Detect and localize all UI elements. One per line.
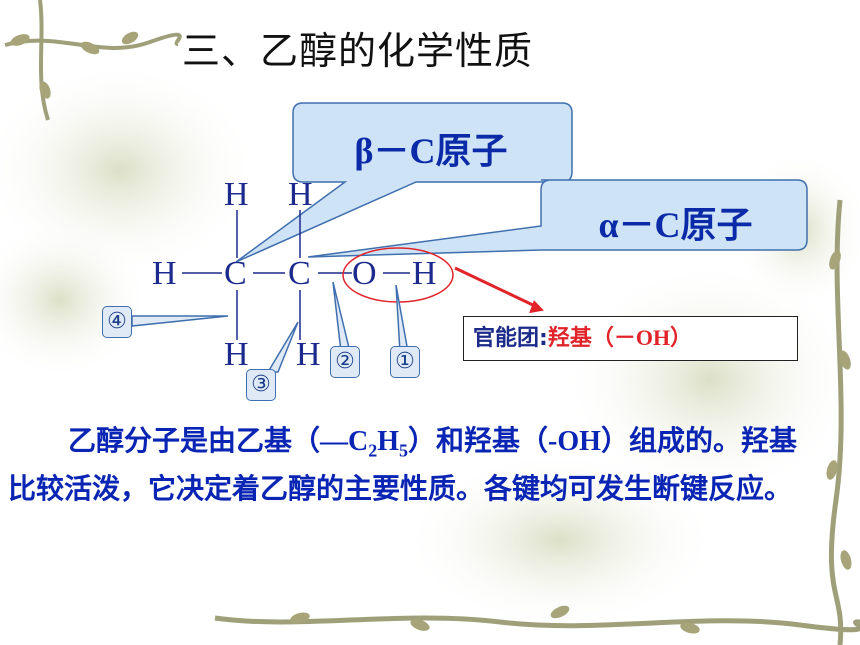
vine-top [4, 32, 182, 50]
leaf-blotch [400, 450, 720, 630]
vine-bottom [214, 615, 860, 633]
ethyl-formula: —C2H5 [320, 426, 408, 461]
atom-h-right: H [412, 255, 437, 292]
bond-number-4: ④ [102, 306, 132, 338]
atom-h-bottom-right: H [296, 336, 321, 373]
slide-title: 三、乙醇的化学性质 [182, 29, 534, 73]
ethyl-h: H [377, 426, 400, 457]
leaf-blotch [0, 220, 150, 380]
vine-left [38, 0, 50, 121]
atom-c1: C [224, 255, 247, 292]
para-part3: ）组成的。羟基比较活泼，它决定着乙醇的主要性质。各键均可发生断键反应。 [8, 424, 797, 505]
para-part2: ）和羟基（ [408, 424, 549, 457]
description-paragraph: 乙醇分子是由乙基（—C2H5）和羟基（-OH）组成的。羟基比较活泼，它决定着乙醇… [8, 422, 823, 508]
bond-number-1: ① [390, 346, 420, 378]
ethyl-prefix: —C [320, 426, 369, 457]
beta-callout-bubble [235, 102, 573, 263]
arrow-head [529, 300, 544, 314]
alpha-callout-bubble [307, 179, 808, 258]
pointer-bond-3 [266, 321, 299, 373]
functional-group-box: 官能团:羟基（－OH） [463, 316, 798, 361]
atom-h-top-right: H [288, 176, 313, 213]
atom-h-bottom-left: H [224, 336, 249, 373]
functional-group-name: 羟基 [547, 326, 592, 351]
atom-h-top-left: H [224, 176, 249, 213]
bonds [182, 210, 410, 340]
vine-right [828, 199, 844, 645]
bond-number-3: ③ [246, 369, 276, 401]
ethyl-sub-5: 5 [399, 440, 409, 461]
atom-o: O [352, 255, 377, 292]
pointer-bond-4 [131, 315, 229, 327]
pointer-bond-2 [332, 281, 351, 353]
functional-group-prefix: 官能团: [473, 326, 548, 351]
bond-number-2: ② [330, 346, 360, 378]
hydroxyl-formula: -OH [548, 426, 601, 457]
functional-group-formula: （－OH） [591, 325, 693, 350]
ethyl-sub-2: 2 [368, 440, 378, 461]
arrow-to-functional-group [454, 266, 536, 308]
atom-c2: C [288, 255, 311, 292]
para-part1: 乙醇分子是由乙基（ [68, 424, 321, 457]
alpha-carbon-label: α－C原子 [598, 205, 753, 245]
beta-carbon-label: β－C原子 [354, 131, 508, 171]
pointer-bond-1 [395, 284, 409, 353]
atom-h-left: H [152, 255, 177, 292]
